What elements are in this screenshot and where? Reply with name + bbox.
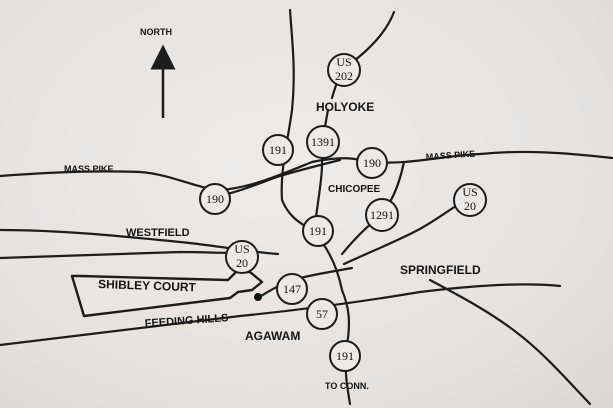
svg-text:1391: 1391: [311, 135, 335, 149]
springfield-connector: [428, 278, 592, 406]
shield-rt57: 57: [306, 298, 338, 330]
svg-text:20: 20: [464, 199, 476, 213]
shield-us20-east: US 20: [453, 183, 487, 217]
place-springfield: SPRINGFIELD: [400, 263, 481, 277]
road-label-mass-pike-west: MASS PIKE: [64, 164, 114, 174]
shield-us202: US 202: [327, 53, 361, 87]
svg-text:1291: 1291: [370, 208, 394, 222]
svg-text:US: US: [234, 242, 249, 256]
shield-us20-west: US 20: [225, 240, 259, 274]
shield-rt190-east: 190: [356, 147, 388, 179]
shibley-court-marker: [70, 270, 264, 318]
shield-i91-mid: 191: [302, 215, 334, 247]
place-chicopee: CHICOPEE: [328, 184, 381, 195]
place-feeding-hills: FEEDING HILLS: [144, 312, 228, 330]
svg-text:202: 202: [335, 69, 353, 83]
svg-text:57: 57: [316, 307, 328, 321]
place-to-conn: TO CONN.: [325, 381, 369, 391]
shibley-court-label: SHIBLEY COURT: [98, 277, 197, 294]
roads: [0, 8, 613, 406]
shield-i91-south: 191: [329, 340, 361, 372]
place-westfield: WESTFIELD: [126, 227, 190, 239]
location-dot-icon: [254, 293, 262, 301]
rt190-route: [216, 158, 342, 198]
svg-text:191: 191: [309, 224, 327, 238]
compass-label: NORTH: [140, 27, 172, 37]
svg-text:20: 20: [236, 256, 248, 270]
svg-text:147: 147: [283, 282, 301, 296]
shield-rt147: 147: [276, 273, 308, 305]
svg-text:191: 191: [269, 143, 287, 157]
svg-text:US: US: [336, 55, 351, 69]
shield-rt190-west: 190: [199, 183, 231, 215]
springfield-lower-road: [0, 283, 562, 347]
place-agawam: AGAWAM: [245, 329, 300, 343]
road-label-mass-pike-east: MASS PIKE: [425, 149, 475, 162]
place-holyoke: HOLYOKE: [316, 100, 374, 114]
mass-pike-route: [0, 150, 613, 192]
shield-i291: 1291: [365, 198, 399, 232]
shield-i391: 1391: [306, 125, 340, 159]
svg-text:US: US: [462, 185, 477, 199]
svg-text:191: 191: [336, 349, 354, 363]
svg-text:190: 190: [206, 192, 224, 206]
svg-text:190: 190: [363, 156, 381, 170]
shield-i91-north: 191: [262, 134, 294, 166]
us20-west-route: [0, 250, 246, 260]
